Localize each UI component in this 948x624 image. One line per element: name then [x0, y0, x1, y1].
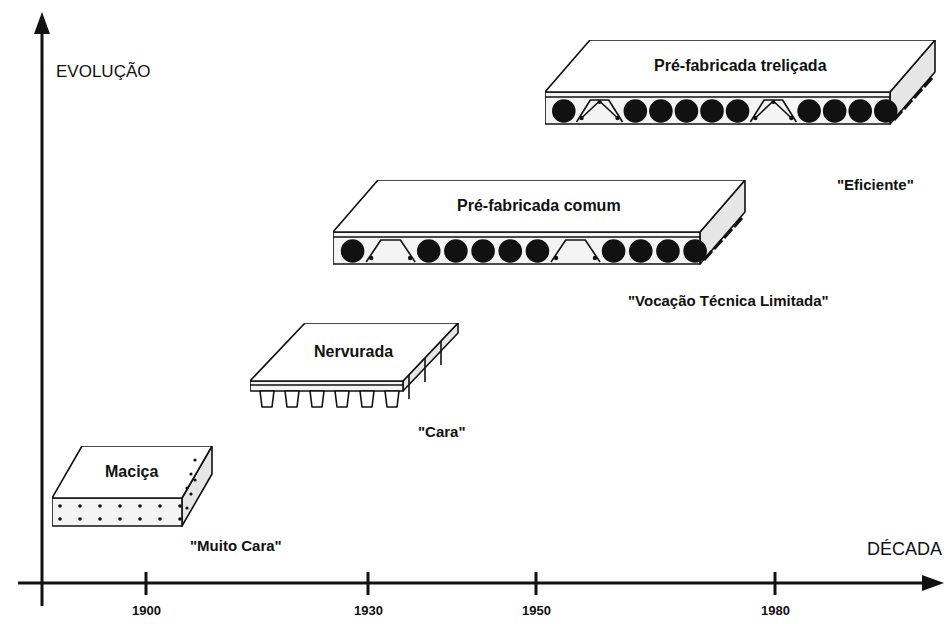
slab-figure: Maciça: [52, 446, 212, 528]
slab-drawing: [545, 40, 937, 128]
tick-label: 1980: [761, 604, 790, 618]
slab-figure: Nervurada: [250, 323, 458, 409]
slab-name: Pré-fabricada treliçada: [654, 57, 827, 75]
axis-title: DÉCADA: [867, 540, 942, 560]
slab-name: Nervurada: [314, 343, 393, 361]
slab-drawing: [52, 446, 214, 530]
cost-note: "Eficiente": [837, 177, 914, 194]
cost-note: "Muito Cara": [190, 538, 282, 555]
slab-drawing: [250, 323, 460, 411]
axis-title: EVOLUÇÃO: [56, 63, 150, 82]
cost-note: "Vocação Técnica Limitada": [628, 293, 829, 310]
slab-figure: Pré-fabricada comum: [333, 180, 745, 266]
slab-name: Maciça: [105, 463, 158, 481]
cost-note: "Cara": [418, 424, 466, 441]
tick-label: 1900: [132, 604, 161, 618]
tick-label: 1930: [354, 604, 383, 618]
slab-figure: Pré-fabricada treliçada: [545, 40, 935, 126]
slab-drawing: [333, 180, 747, 268]
tick-label: 1950: [522, 604, 551, 618]
slab-name: Pré-fabricada comum: [457, 197, 621, 215]
